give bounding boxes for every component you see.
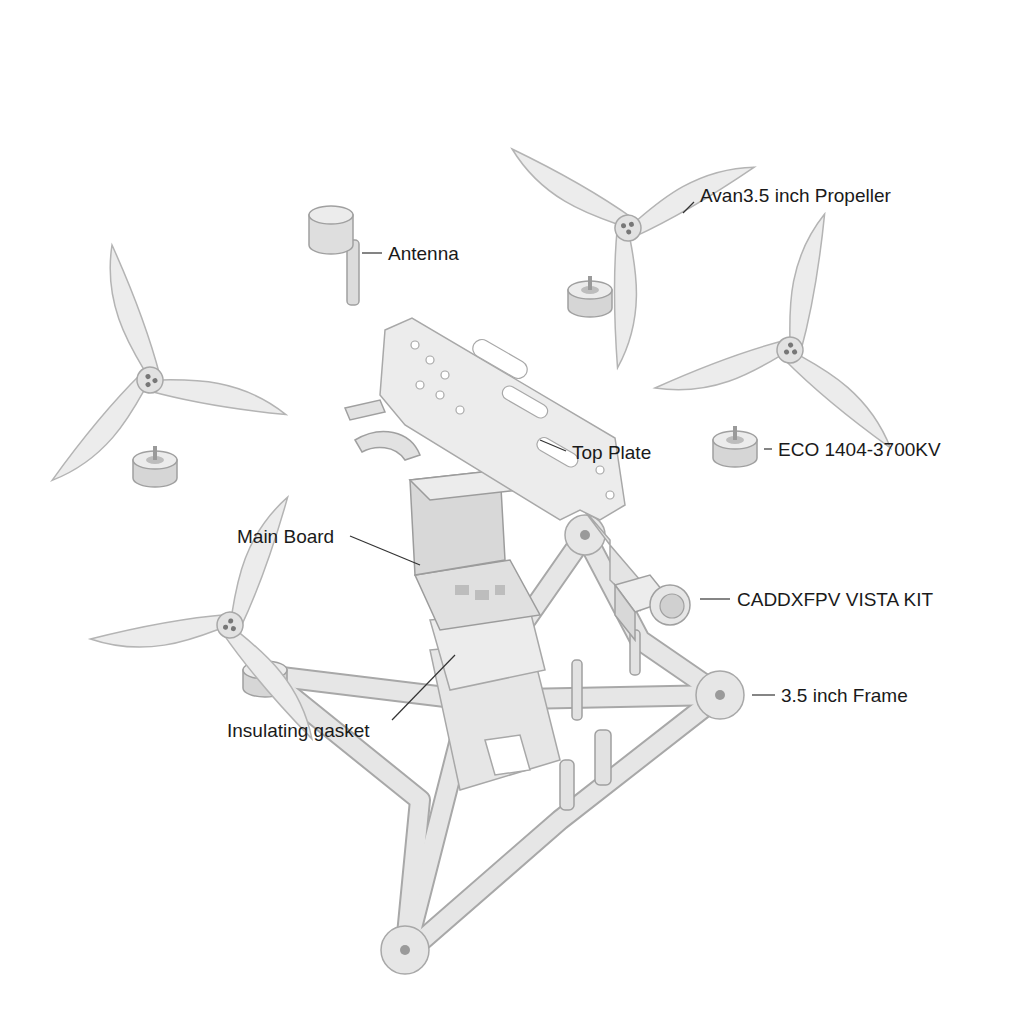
- part-label: ECO 1404-3700KV: [778, 439, 941, 460]
- part-label: Main Board: [237, 526, 334, 547]
- part-label: CADDXFPV VISTA KIT: [737, 589, 933, 610]
- part-label-holder: Antenna: [388, 243, 459, 265]
- part-label: 3.5 inch Frame: [781, 685, 908, 706]
- part-label-holder: Top Plate: [572, 442, 651, 464]
- part-label-holder: ECO 1404-3700KV: [778, 439, 941, 461]
- part-label-holder: CADDXFPV VISTA KIT: [737, 589, 933, 611]
- part-label-holder: Main Board: [237, 526, 334, 548]
- part-label-holder: 3.5 inch Frame: [781, 685, 908, 707]
- part-label: Antenna: [388, 243, 459, 264]
- part-label: Avan3.5 inch Propeller: [700, 185, 891, 206]
- part-label: Insulating gasket: [227, 720, 370, 741]
- part-label-holder: Insulating gasket: [227, 720, 370, 742]
- part-label-holder: Avan3.5 inch Propeller: [700, 185, 891, 207]
- part-label: Top Plate: [572, 442, 651, 463]
